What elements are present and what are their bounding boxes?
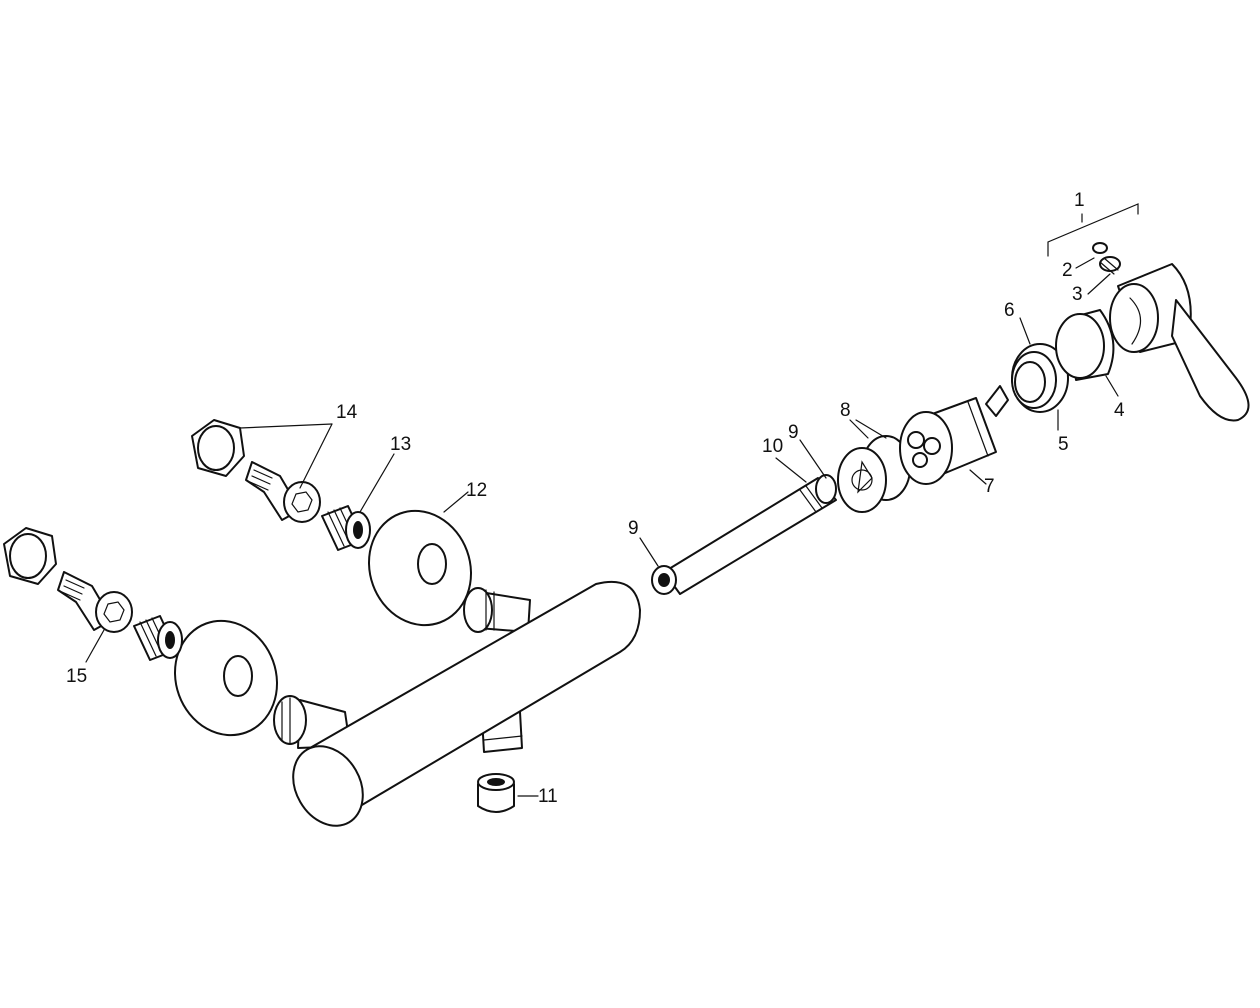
callout-9-lower: 9 xyxy=(628,518,639,539)
spindle-tube-part-10 xyxy=(651,474,837,595)
callout-3: 3 xyxy=(1072,284,1083,305)
callout-13: 13 xyxy=(390,434,411,455)
ring-nut-part-5-6 xyxy=(1011,343,1069,413)
callout-14: 14 xyxy=(336,402,358,423)
callout-4: 4 xyxy=(1114,400,1125,421)
s-union-upper xyxy=(191,419,371,551)
s-union-lower xyxy=(3,527,183,661)
callout-2: 2 xyxy=(1062,260,1073,281)
callout-7: 7 xyxy=(984,476,995,497)
callout-9-upper: 9 xyxy=(788,422,799,443)
callout-labels: 1 2 3 4 5 6 7 8 9 9 10 11 12 13 14 15 xyxy=(66,190,1125,807)
rosette-part-12-upper xyxy=(367,509,473,627)
sleeve-part-4 xyxy=(1055,309,1115,381)
leader-lines xyxy=(85,203,1139,663)
callout-15: 15 xyxy=(66,666,87,687)
callout-8: 8 xyxy=(840,400,851,421)
callout-11: 11 xyxy=(538,786,558,807)
cartridge-part-7 xyxy=(899,385,1009,485)
callout-6: 6 xyxy=(1004,300,1015,321)
callout-1: 1 xyxy=(1074,190,1085,211)
seal-disc-part-8 xyxy=(837,435,911,513)
rosette-part-12-lower xyxy=(173,619,279,737)
callout-12: 12 xyxy=(466,480,487,501)
callout-10: 10 xyxy=(762,436,783,457)
aerator-part-11 xyxy=(477,773,539,813)
lever-handle-part-1 xyxy=(1092,242,1250,422)
mixer-body xyxy=(273,580,641,827)
callout-5: 5 xyxy=(1058,434,1069,455)
